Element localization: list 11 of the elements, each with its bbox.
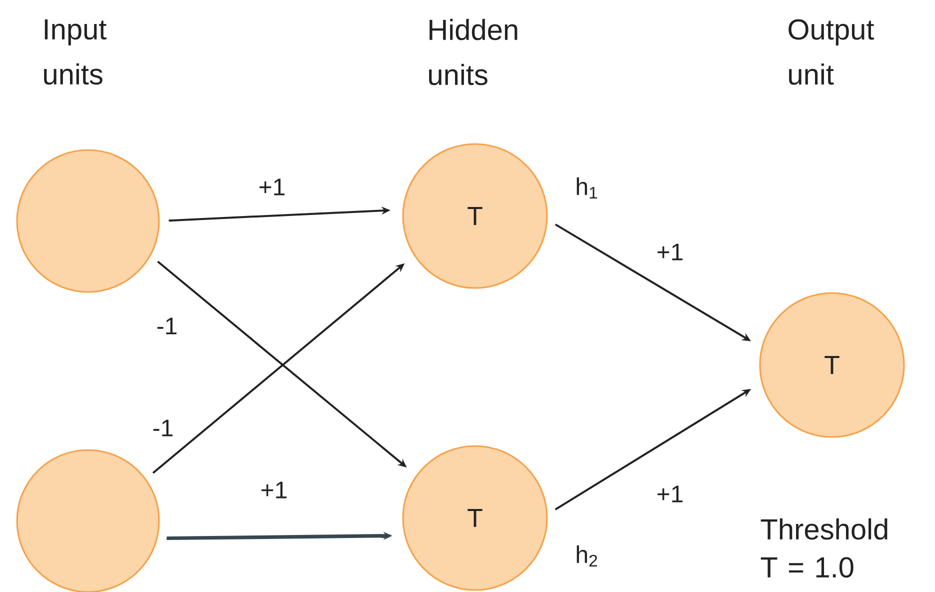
edge-label: -1 (155, 316, 179, 336)
input-unit-circle (16, 449, 160, 592)
column-heading: Output unit (788, 19, 874, 85)
edge-label: +1 (655, 242, 685, 262)
unit-label: h$_{2}$ (576, 545, 598, 567)
input-unit-circle (16, 149, 160, 293)
edge-label: +1 (257, 178, 287, 196)
edge-label: +1 (259, 480, 289, 500)
unit-label: h$_{1}$ (576, 177, 598, 199)
edge-label: +1 (655, 484, 685, 504)
edge-label: -1 (151, 418, 175, 438)
